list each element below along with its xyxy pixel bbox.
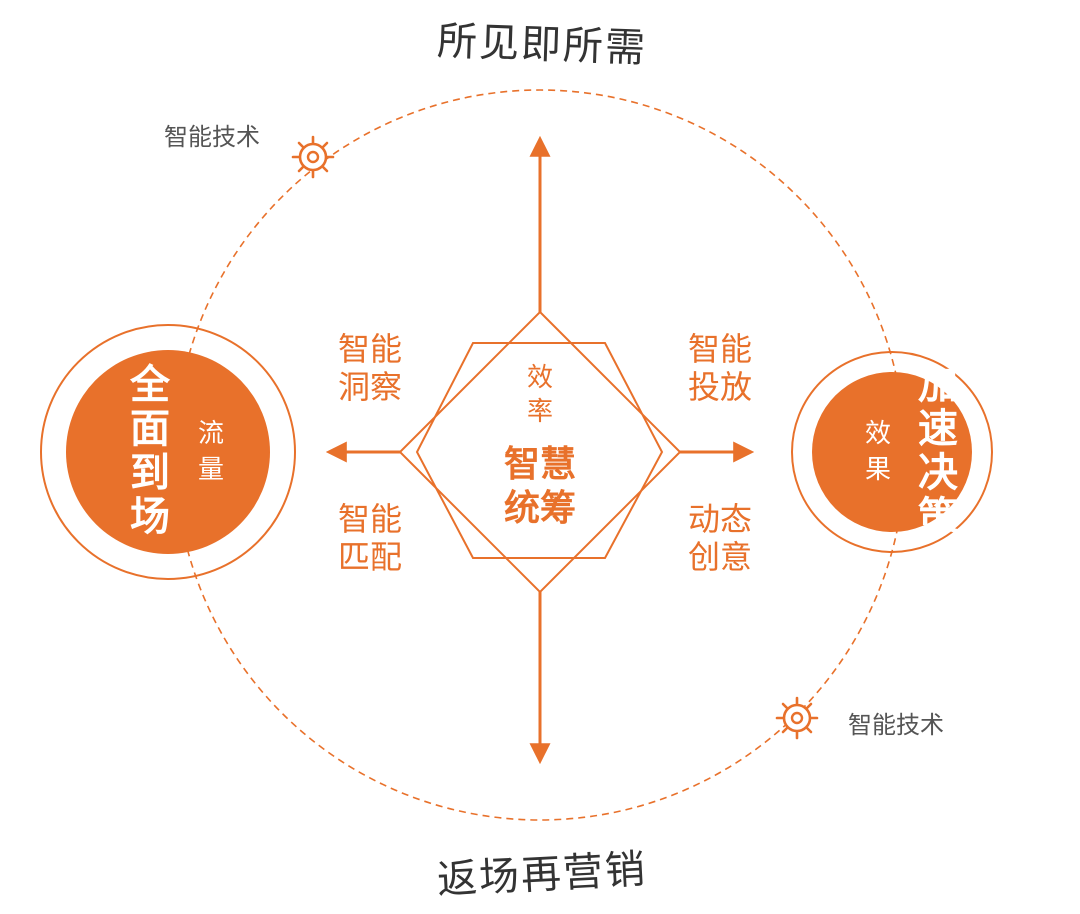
left-node-title-1: 全面 <box>129 362 171 452</box>
left-node-ring <box>40 324 296 580</box>
right-node-disc <box>812 372 972 532</box>
quadrant-lower-right-2: 创意 <box>688 538 752 576</box>
gear-icon <box>775 696 819 740</box>
left-node-disc <box>66 350 270 554</box>
left-node-title-2: 到场 <box>130 450 170 540</box>
center-hexagon <box>415 342 664 559</box>
gear-icon <box>291 135 335 179</box>
quadrant-upper-right-1: 智能 <box>688 330 752 368</box>
bottom-title: 返场再营销 <box>436 847 648 904</box>
center-title-1: 智慧 <box>504 444 576 485</box>
right-node-title-2: 决策 <box>918 450 958 540</box>
quadrant-upper-right-2: 投放 <box>688 368 752 406</box>
center-diamond <box>398 310 682 594</box>
right-node-sub-2: 果 <box>865 455 891 485</box>
right-node-title-1: 加速 <box>918 362 958 452</box>
quadrant-lower-right-1: 动态 <box>688 500 752 538</box>
left-node-sub-1: 流 <box>198 419 224 449</box>
quadrant-upper-left-1: 智能 <box>338 330 402 368</box>
tech-label-bottom: 智能技术 <box>848 711 944 739</box>
right-node-ring <box>791 351 993 553</box>
right-node-sub-1: 效 <box>865 419 891 449</box>
center-top-2: 率 <box>527 397 553 427</box>
quadrant-lower-left-1: 智能 <box>338 500 402 538</box>
tech-label-top: 智能技术 <box>164 123 260 151</box>
center-title-2: 统筹 <box>504 488 576 529</box>
quadrant-upper-left-2: 洞察 <box>338 368 402 406</box>
center-top-1: 效 <box>527 363 553 393</box>
left-node-sub-2: 量 <box>198 455 224 485</box>
quadrant-lower-left-2: 匹配 <box>338 538 402 576</box>
top-title: 所见即所需 <box>436 18 647 71</box>
